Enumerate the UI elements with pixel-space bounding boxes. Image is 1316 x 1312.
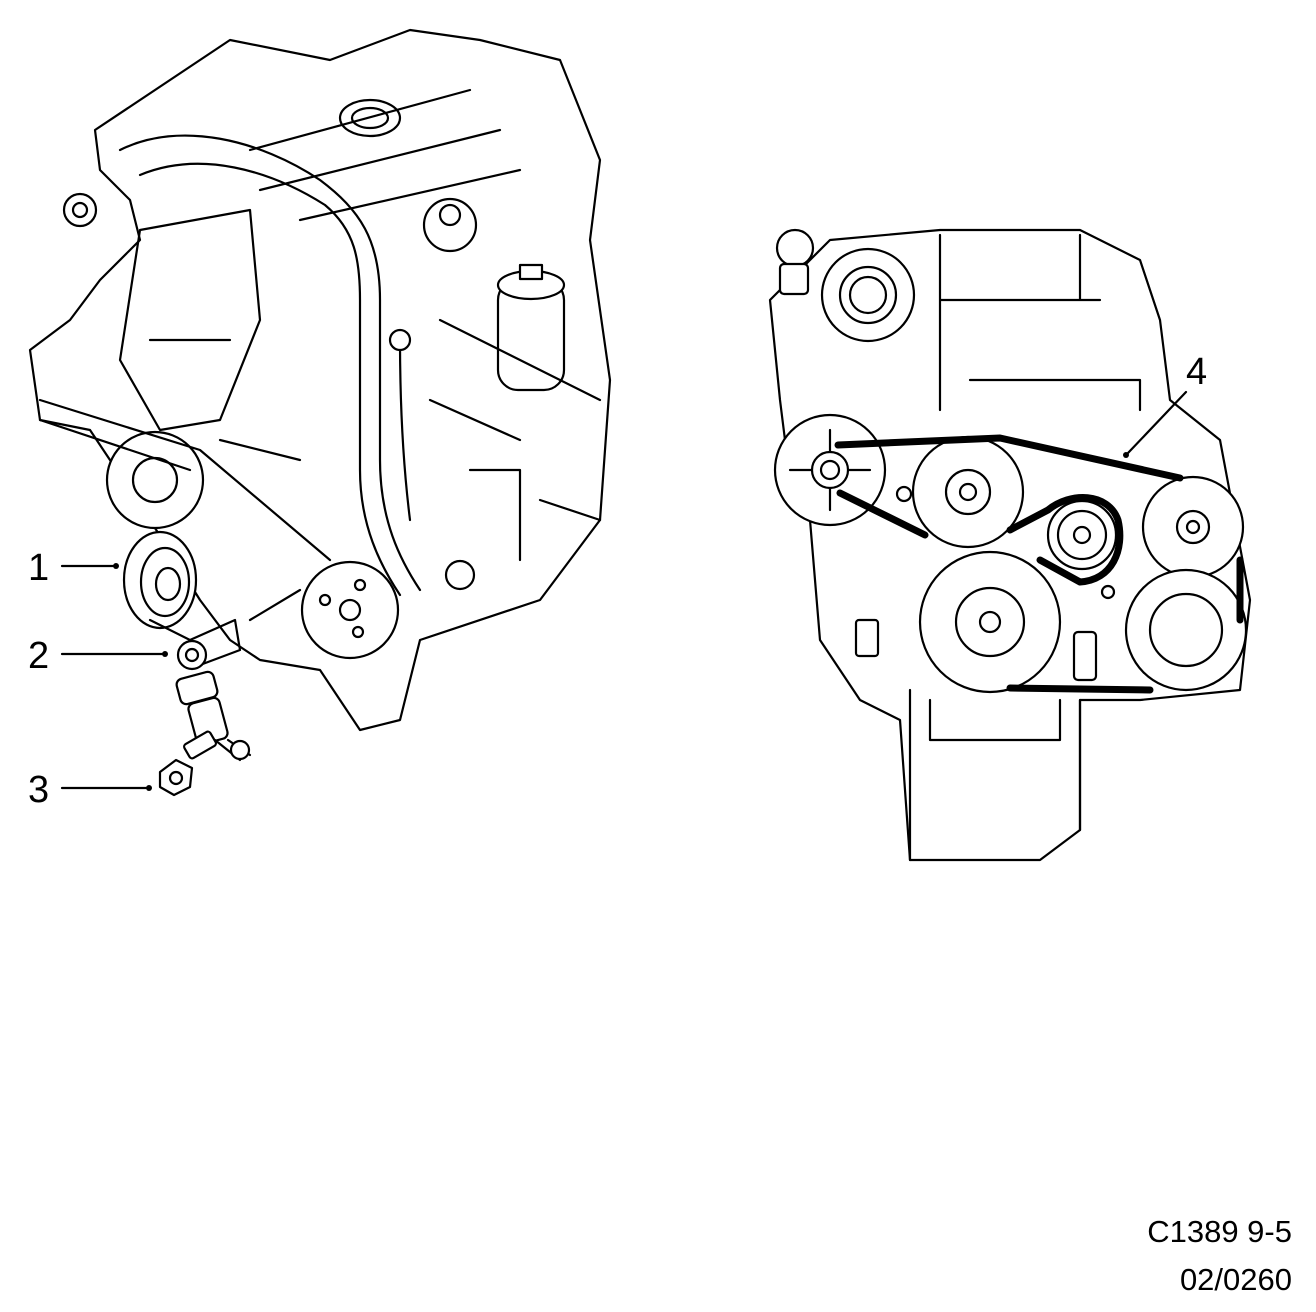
bolt-part-3 — [158, 730, 217, 797]
power-steering-pulley-left — [300, 560, 400, 660]
timing-cover — [118, 208, 262, 432]
diagram-reference-code: C1389 9-5 — [1147, 1214, 1292, 1249]
crankshaft-pulley — [918, 550, 1062, 694]
belt-left-engine — [38, 398, 332, 622]
leader-lines — [60, 390, 1188, 791]
tensioner-damper-part-2 — [175, 639, 252, 762]
callout-3: 3 — [28, 769, 49, 811]
callout-1: 1 — [28, 547, 49, 589]
alternator-pulley — [911, 435, 1025, 549]
ac-compressor-pulley — [1124, 568, 1248, 692]
engine-perspective-view — [28, 28, 612, 732]
crank-pulley-left — [105, 430, 205, 530]
dipstick-tube — [398, 338, 412, 522]
callout-2: 2 — [28, 635, 49, 677]
intake-pipe — [118, 134, 422, 592]
diagram-reference-date: 02/0260 — [1179, 1262, 1292, 1297]
leader-line-4 — [1126, 390, 1188, 455]
drive-belt-part-4 — [834, 434, 1244, 694]
vacuum-pump — [820, 247, 916, 343]
engine-front-view — [768, 228, 1252, 862]
callout-4: 4 — [1186, 351, 1207, 393]
water-pump-pulley — [1141, 475, 1245, 579]
